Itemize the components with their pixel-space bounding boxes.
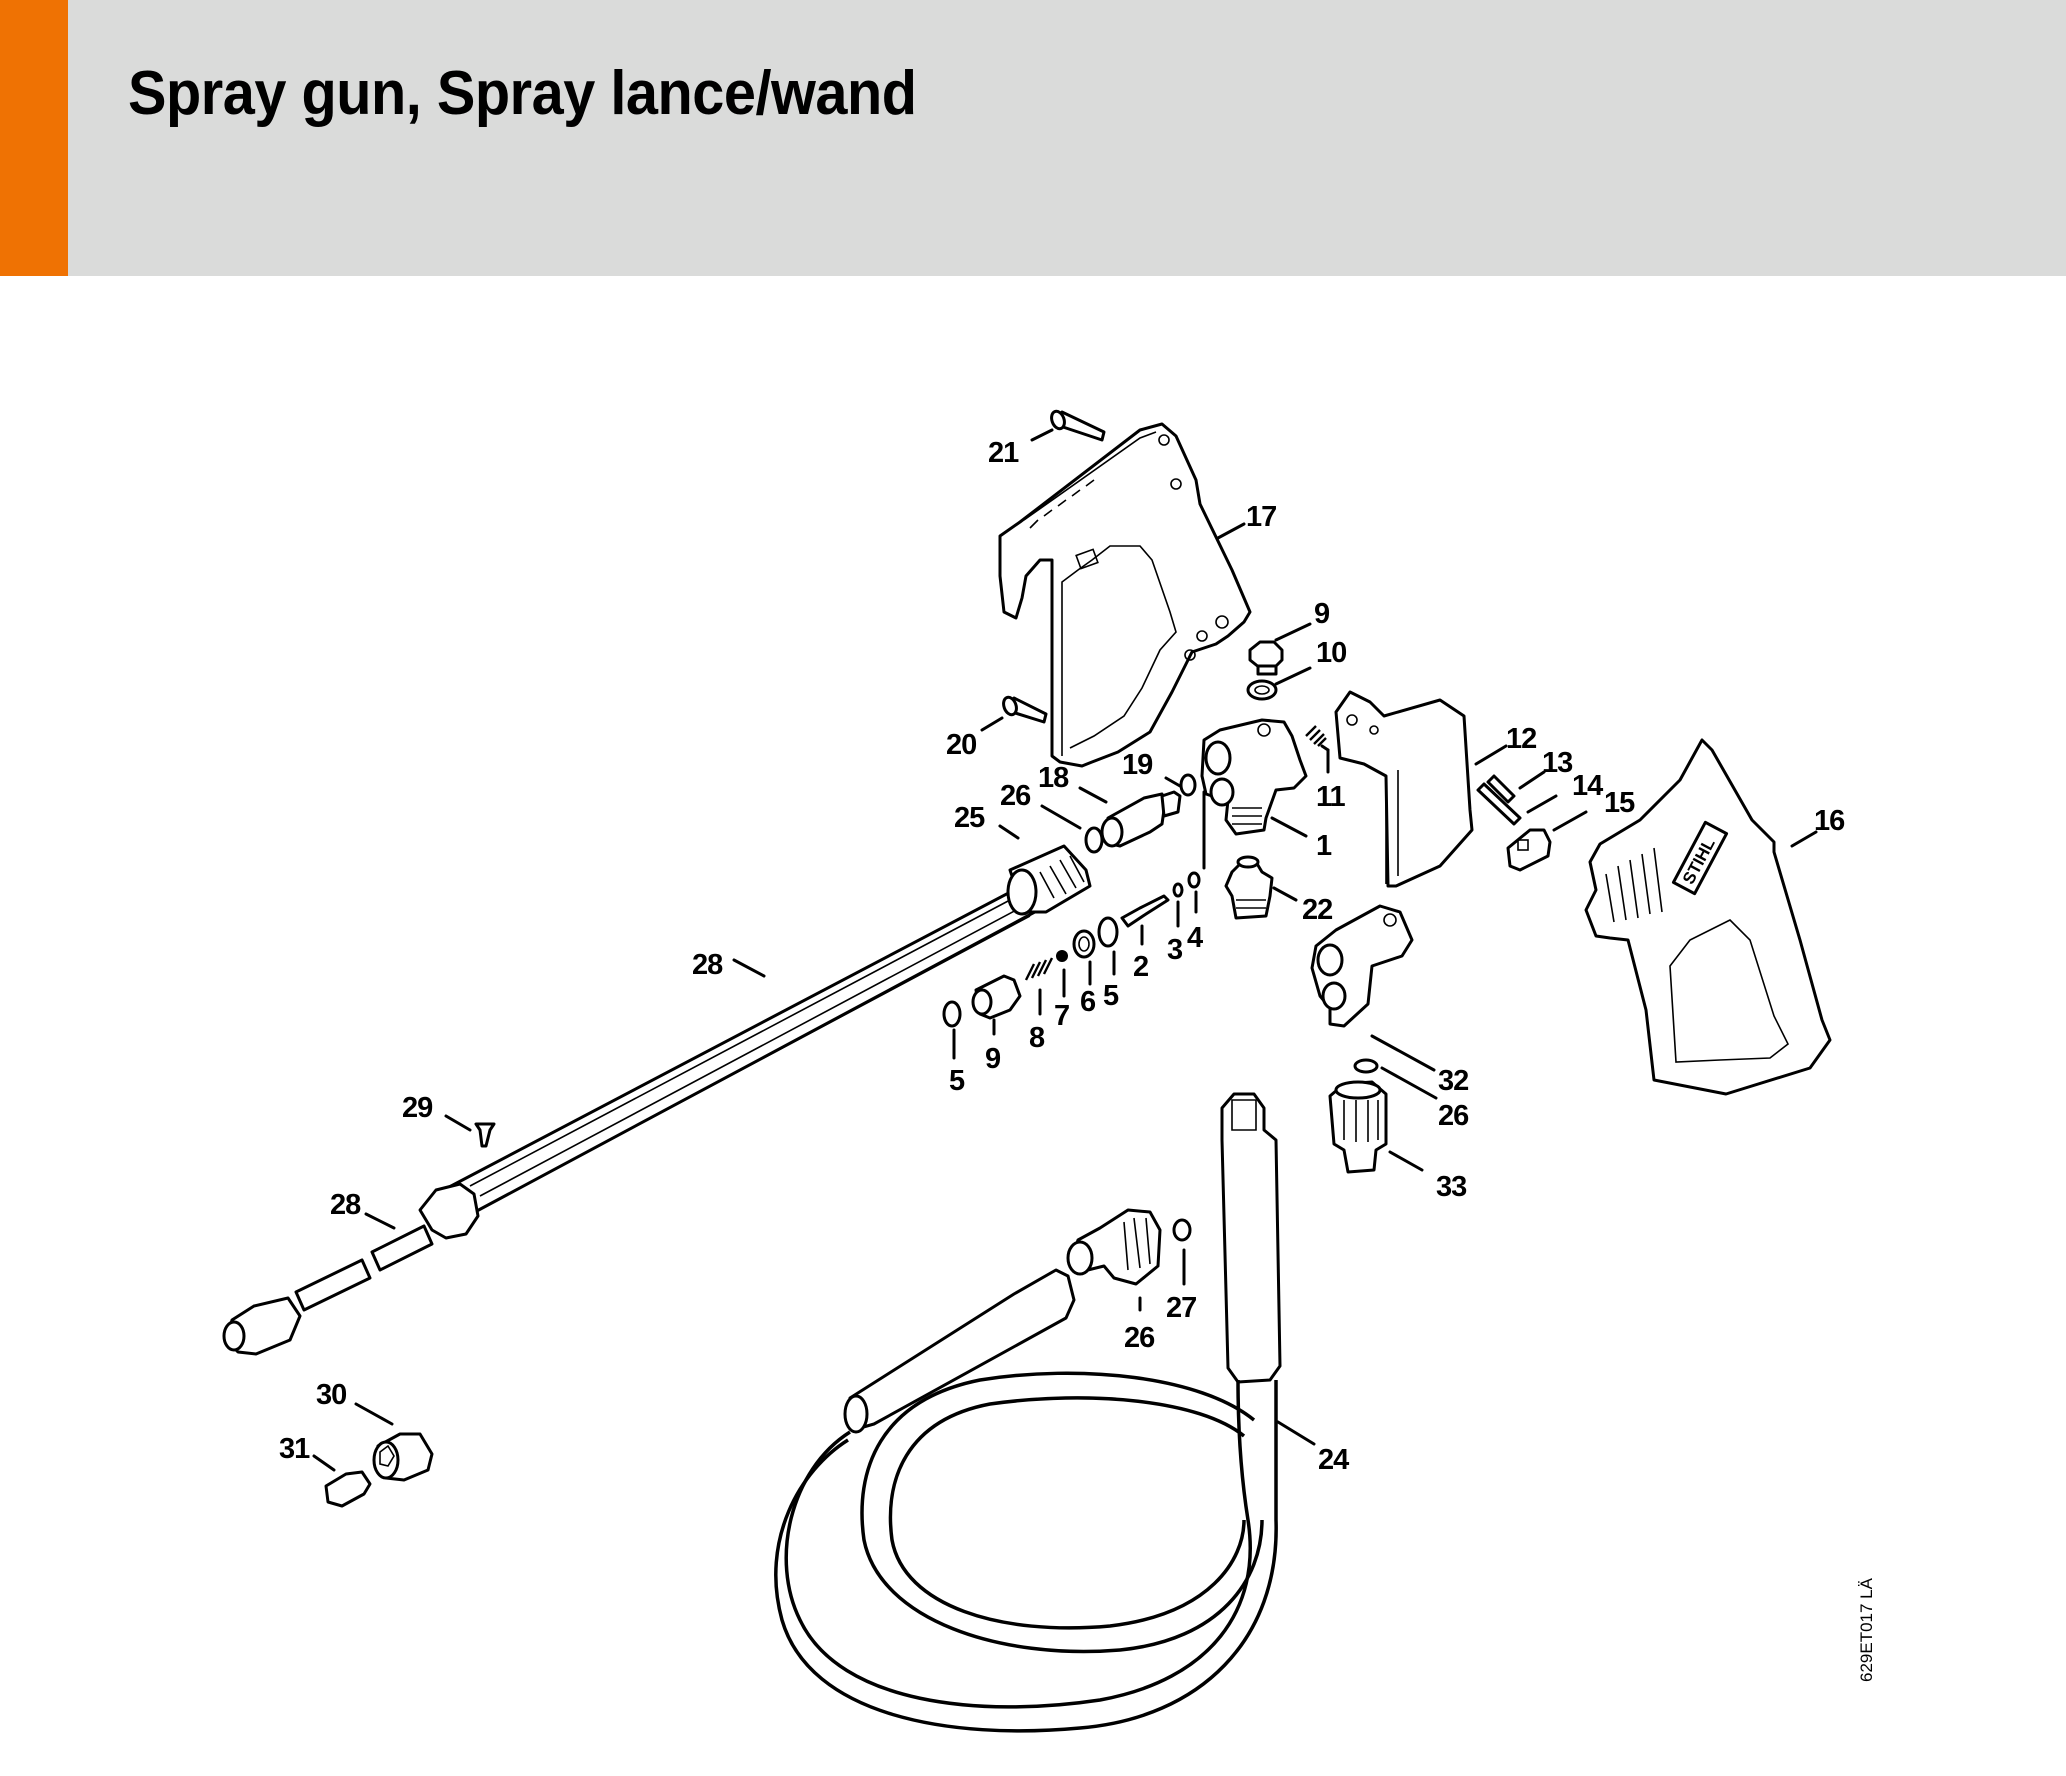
valve-seat-part-6[interactable] [1072,929,1096,959]
callout-11: 10 [1316,637,1346,669]
callout-9: 9 [985,1043,1001,1075]
page-title: Spray gun, Spray lance/wand [128,59,917,128]
callout-33: 33 [1436,1171,1467,1203]
callout-1: 1 [1316,830,1332,862]
page-header: Spray gun, Spray lance/wand [0,0,2066,276]
sealing-ring-part-11[interactable] [1246,679,1278,701]
union-nut-part-25[interactable] [1066,1208,1162,1286]
plug-part-10[interactable] [1248,640,1284,676]
exploded-parts-diagram: STIHL [222,409,1876,1733]
quick-coupling-part-33[interactable] [1328,1080,1388,1174]
o-ring-part-5[interactable] [942,1000,962,1028]
callout-16: 15 [1604,787,1635,819]
callout-19: 18 [1038,762,1069,794]
valve-insert-part-9[interactable] [971,974,1022,1020]
screw-part-22[interactable] [1049,409,1106,442]
spray-tube-part-27[interactable] [222,1224,434,1356]
washer-part-4[interactable] [1187,871,1201,889]
callout-26-upper: 26 [1000,780,1031,812]
callout-13: 12 [1506,723,1536,755]
callout-2: 2 [1133,951,1148,983]
callout-26-hose: 27 [1166,1292,1196,1324]
callout-18: 17 [1246,501,1276,533]
callout-5-left: 5 [949,1065,965,1097]
callout-22: 21 [988,437,1019,469]
o-ring-part-20[interactable] [1179,773,1197,797]
callout-30: 30 [316,1379,346,1411]
callout-20: 19 [1122,749,1153,781]
o-ring-part-26[interactable] [1353,1058,1379,1074]
callout-17: 16 [1814,805,1845,837]
lance-grip-part-28[interactable] [418,886,1048,1240]
nozzle-holder-part-30[interactable] [372,1432,434,1482]
union-nipple-part-23[interactable] [1224,855,1274,920]
callout-4: 4 [1187,922,1203,954]
screw-part-21[interactable] [1001,695,1048,724]
o-ring-part-3[interactable] [1172,882,1184,898]
callout-5-right: 5 [1103,980,1119,1012]
callout-labels: 21 17 9 10 20 12 13 14 15 16 19 18 26 11… [279,437,1846,1476]
callout-8: 8 [1029,1022,1045,1054]
callout-25-upper: 25 [954,802,985,834]
valve-body-part-32[interactable] [1310,904,1414,1028]
pin-part-14[interactable] [1486,774,1516,804]
gun-housing-left-part-18[interactable] [998,422,1252,768]
callout-32: 32 [1438,1065,1468,1097]
callout-14: 13 [1542,747,1573,779]
callout-3: 3 [1167,934,1183,966]
callout-25-hose: 26 [1124,1322,1155,1354]
nozzle-part-31[interactable] [324,1470,372,1508]
callout-7: 7 [1054,1000,1069,1032]
o-ring-part-26[interactable] [1084,826,1104,854]
trigger-part-13[interactable] [1334,690,1474,888]
valve-pin-part-2[interactable] [1120,894,1170,928]
callout-6: 6 [1080,986,1096,1018]
pin-part-15[interactable] [1476,782,1522,826]
safety-catch-part-16[interactable] [1506,828,1552,872]
callout-29: 29 [402,1092,433,1124]
callout-24: 24 [1318,1444,1349,1476]
callout-21: 20 [946,729,976,761]
drawing-reference-code: 629ET017 LÄ [1857,1577,1876,1682]
callout-31: 31 [279,1433,310,1465]
o-ring-part-5[interactable] [1097,916,1119,948]
gun-housing-right-part-17[interactable]: STIHL [1584,738,1832,1096]
o-ring-part-26[interactable] [1172,1218,1192,1242]
callout-23: 22 [1302,894,1332,926]
callout-15: 14 [1572,770,1603,802]
callout-12: 11 [1316,781,1346,813]
callout-27: 28 [330,1189,361,1221]
ball-part-7[interactable] [1056,950,1068,962]
valve-body-part-1[interactable] [1200,718,1308,836]
callout-26-right: 26 [1438,1100,1469,1132]
callout-10: 9 [1314,598,1330,630]
spring-part-8[interactable] [1024,957,1054,981]
screw-part-29[interactable] [474,1122,496,1148]
leader-lines [312,428,1818,1472]
orange-accent-bar [0,0,68,276]
connector-nipple-part-19[interactable] [1100,790,1182,848]
union-nut-part-25[interactable] [1006,844,1092,916]
spring-part-12[interactable] [1305,725,1327,747]
callout-28: 28 [692,949,723,981]
high-pressure-hose-part-24[interactable] [774,1092,1282,1733]
